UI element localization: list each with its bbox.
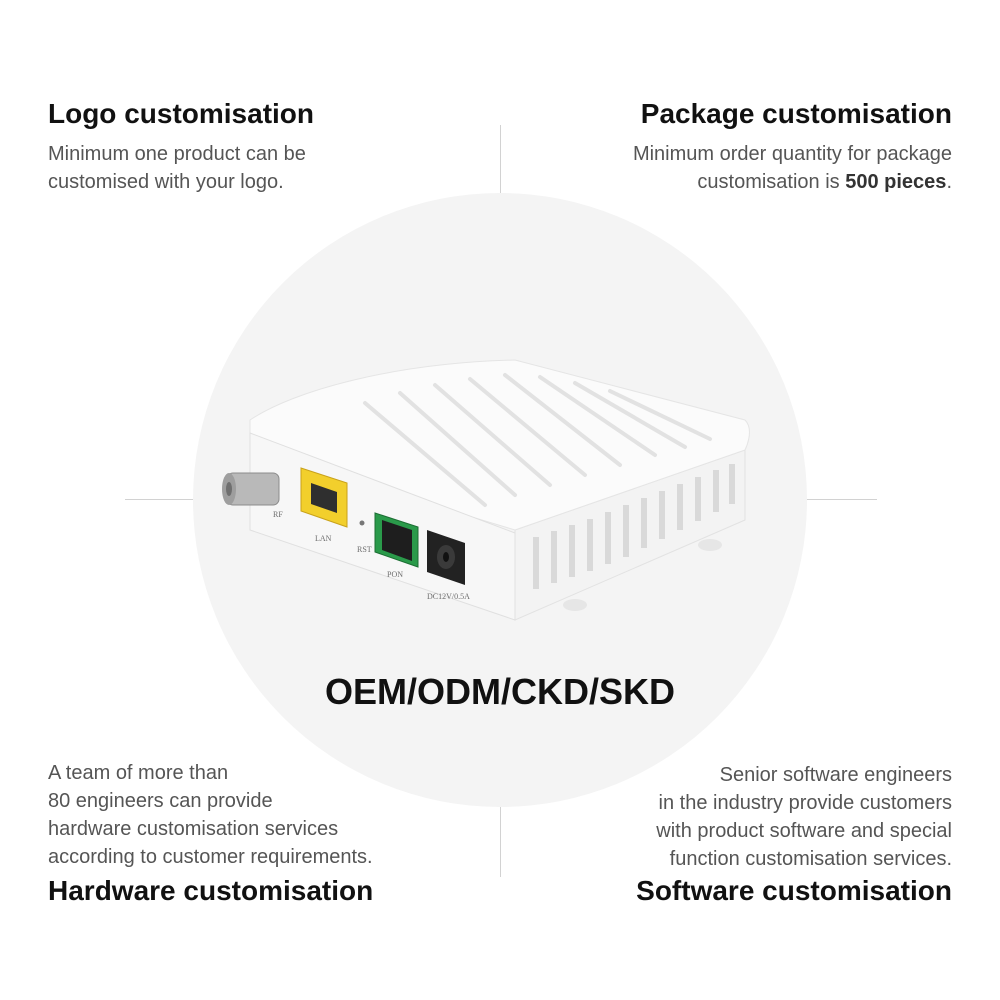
logo-desc-line-1: Minimum one product can be: [48, 143, 306, 165]
logo-customisation-block: Logo customisation Minimum one product c…: [48, 97, 314, 196]
package-customisation-title: Package customisation: [640, 98, 952, 129]
label-dc: DC12V/0.5A: [427, 592, 470, 601]
oem-odm-title: OEM/ODM/CKD/SKD: [325, 671, 675, 712]
divider-right: [807, 499, 877, 500]
label-pon: PON: [387, 570, 403, 579]
label-rf: RF: [273, 510, 283, 519]
divider-top: [500, 125, 501, 193]
divider-bottom: [500, 807, 501, 877]
router-device-image: RF LAN RST PON DC12V/0.5A: [222, 359, 750, 621]
software-desc-line-3: with product software and special: [656, 820, 952, 842]
divider-left: [125, 499, 193, 500]
label-lan: LAN: [315, 534, 332, 543]
software-customisation-title: Software customisation: [636, 875, 952, 906]
software-customisation-block: Senior software engineers in the industr…: [636, 761, 952, 908]
reset-hole-icon: [359, 520, 365, 526]
package-desc-prefix: customisation is: [697, 171, 846, 193]
package-desc-suffix: .: [946, 171, 952, 193]
logo-customisation-description: Minimum one product can be customised wi…: [48, 140, 314, 196]
hardware-customisation-title: Hardware customisation: [48, 875, 374, 906]
package-desc-line-1: Minimum order quantity for package: [632, 143, 952, 165]
device-foot-right: [698, 539, 722, 551]
hardware-desc-line-1: A team of more than: [48, 762, 229, 784]
hardware-customisation-block: A team of more than 80 engineers can pro…: [48, 759, 373, 908]
software-desc-line-1: Senior software engineers: [719, 764, 952, 786]
hardware-desc-line-4: according to customer requirements.: [48, 846, 373, 868]
label-rst: RST: [357, 545, 372, 554]
software-desc-line-2: in the industry provide customers: [658, 792, 952, 814]
logo-customisation-title: Logo customisation: [48, 98, 314, 129]
logo-desc-line-2: customised with your logo.: [48, 171, 284, 193]
hardware-desc-line-2: 80 engineers can provide: [48, 790, 273, 812]
device-foot-left: [563, 599, 587, 611]
package-customisation-description: Minimum order quantity for package custo…: [633, 140, 952, 196]
software-customisation-description: Senior software engineers in the industr…: [636, 761, 952, 873]
software-desc-line-4: function customisation services.: [669, 848, 952, 870]
package-quantity: 500 pieces: [845, 171, 947, 193]
package-desc-line-2: customisation is 500 pieces.: [633, 168, 952, 196]
hardware-desc-line-3: hardware customisation services: [48, 818, 339, 840]
package-customisation-block: Package customisation Minimum order quan…: [633, 97, 952, 196]
hardware-customisation-description: A team of more than 80 engineers can pro…: [48, 759, 373, 871]
